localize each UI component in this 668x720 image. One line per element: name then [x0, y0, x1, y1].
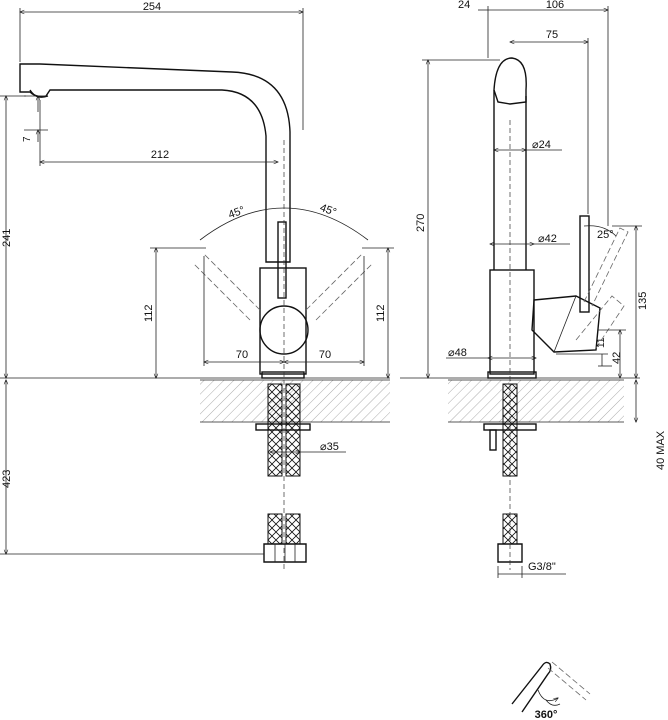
side-body — [489, 269, 535, 375]
side-dim-max-thickness: 40 MAX — [655, 430, 667, 470]
front-fixing-washer — [255, 423, 311, 431]
side-dim-back-offset: 24 — [458, 0, 470, 11]
side-dim-lever-angle: 25° — [597, 229, 614, 241]
front-knob — [259, 305, 309, 355]
front-dim-width: 254 — [143, 1, 161, 13]
front-body — [259, 267, 307, 375]
front-dim-height: 241 — [1, 229, 13, 247]
side-countertop-section — [448, 380, 624, 422]
front-spout — [19, 63, 291, 263]
front-dim-hole: ⌀35 — [320, 441, 339, 453]
rotation-label: 360° — [535, 709, 558, 720]
rotation-spout-outline — [511, 661, 552, 713]
side-dim-depth: 106 — [546, 0, 564, 11]
side-dim-base-dia: ⌀48 — [448, 347, 467, 359]
front-dim-lever-left: 112 — [143, 304, 155, 322]
side-spout-head — [493, 57, 527, 105]
side-dim-height: 270 — [415, 214, 427, 232]
front-dim-lever-right: 112 — [375, 304, 387, 322]
front-dim-swing-left: 70 — [236, 349, 248, 361]
side-lever — [579, 215, 590, 313]
side-dim-42: 42 — [611, 352, 623, 364]
side-view: 24 106 75 270 ⌀24 ⌀42 25° 135 42 11 — [400, 0, 667, 578]
side-dim-spout-offset: 75 — [546, 29, 558, 41]
side-lever-block — [531, 295, 601, 353]
side-dim-body-dia: ⌀42 — [538, 233, 557, 245]
front-dim-small: 7 — [22, 136, 33, 142]
side-dim-11: 11 — [596, 337, 607, 348]
side-hose-nut — [497, 543, 523, 563]
side-dim-spout-dia: ⌀24 — [532, 139, 551, 151]
front-dim-hose: 423 — [1, 470, 13, 488]
front-dim-swing-right: 70 — [319, 349, 331, 361]
rotation-diagram: 360° — [511, 661, 591, 720]
side-dim-thread: G3/8" — [528, 561, 556, 573]
front-dim-reach: 212 — [151, 149, 169, 161]
front-view: 254 212 7 241 423 45° 45° 112 112 — [0, 1, 394, 570]
front-lever — [277, 221, 287, 299]
side-dim-lever-height: 135 — [637, 292, 649, 310]
front-angle-left: 45° — [227, 204, 247, 221]
front-hose-nuts — [263, 543, 307, 563]
front-angle-right: 45° — [318, 202, 338, 219]
rotation-arrow-icon — [537, 689, 558, 701]
